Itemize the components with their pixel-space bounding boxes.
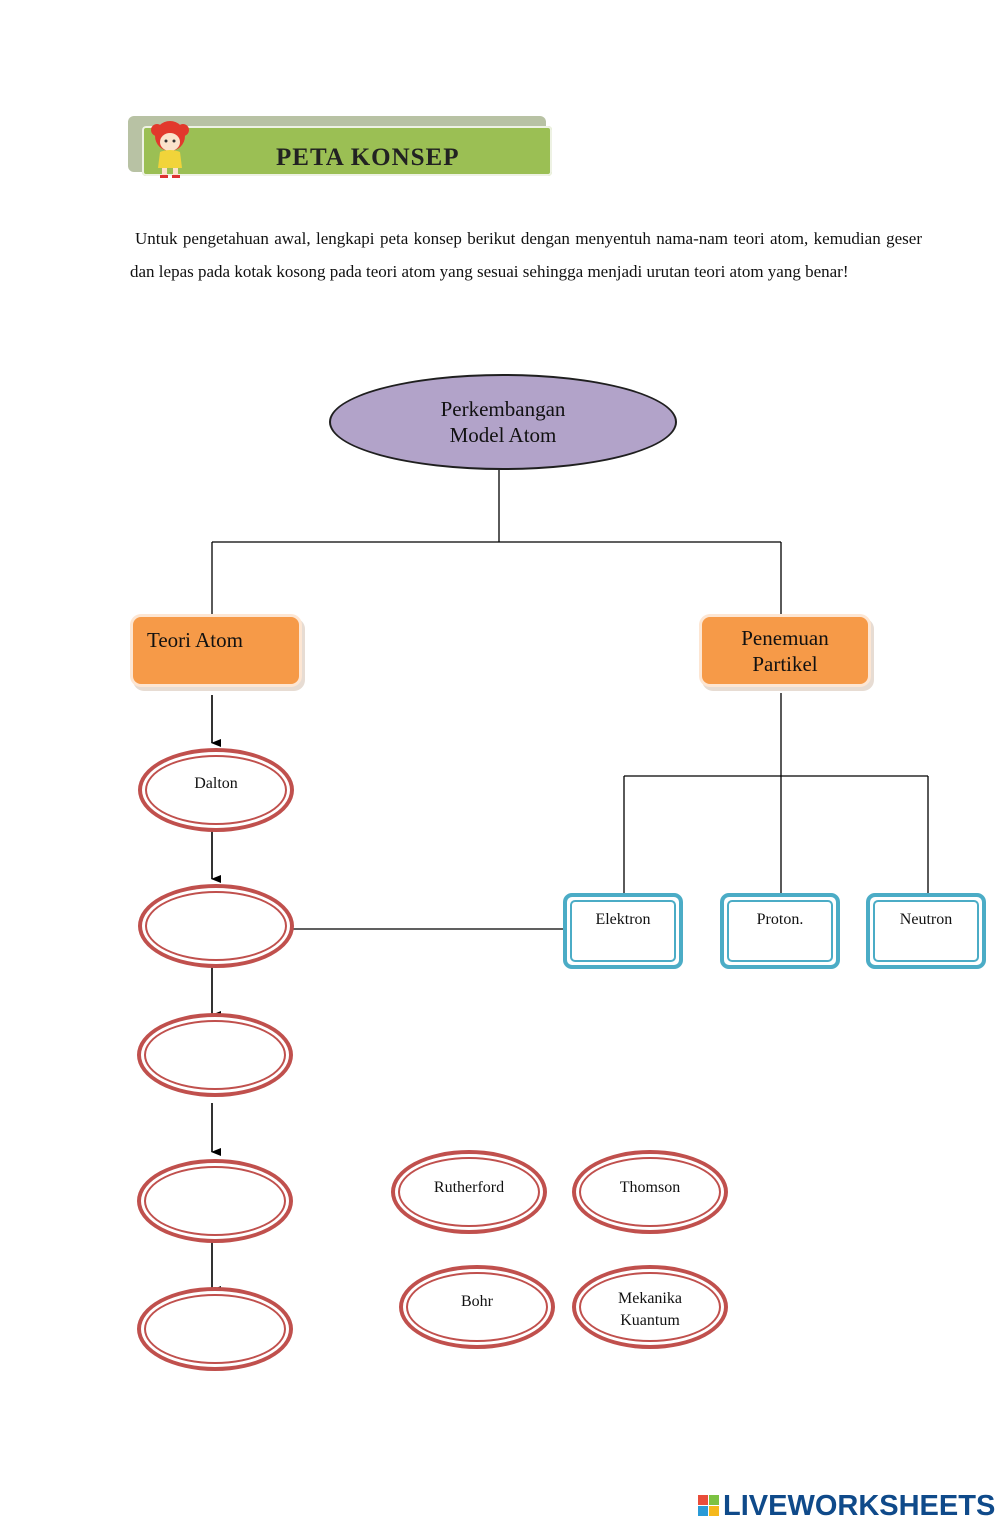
option-mekanika-kuantum-label: Mekanika Kuantum	[576, 1288, 724, 1332]
page-title: PETA KONSEP	[276, 144, 460, 171]
option-rutherford[interactable]: Rutherford	[391, 1150, 547, 1234]
option-mk-line1: Mekanika	[618, 1290, 682, 1307]
option-thomson-label: Thomson	[619, 1179, 681, 1196]
root-label-line1: Perkembangan	[440, 397, 566, 421]
sequence-slot-4[interactable]	[137, 1159, 293, 1243]
particle-neutron-label: Neutron	[899, 911, 953, 928]
penemuan-label-line2: Partikel	[752, 651, 818, 676]
teori-atom-box: Teori Atom	[133, 617, 299, 684]
liveworksheets-watermark: LIVEWORKSHEETS	[698, 1490, 995, 1522]
teori-atom-label: Teori Atom	[147, 628, 243, 652]
option-thomson[interactable]: Thomson	[572, 1150, 728, 1234]
particle-proton: Proton.	[720, 893, 840, 969]
option-mk-line2: Kuantum	[620, 1312, 680, 1329]
sequence-slot-3[interactable]	[137, 1013, 293, 1097]
particle-elektron: Elektron	[563, 893, 683, 969]
mascot-icon	[151, 121, 189, 178]
particle-neutron: Neutron	[866, 893, 986, 969]
sequence-slot-5[interactable]	[137, 1287, 293, 1371]
banner-front	[142, 126, 552, 176]
penemuan-label-line1: Penemuan	[741, 625, 829, 650]
liveworksheets-logo-icon	[698, 1495, 720, 1517]
penemuan-partikel-box: Penemuan Partikel	[702, 617, 868, 684]
sequence-slot-1-label: Dalton	[194, 775, 238, 792]
watermark-text: LIVEWORKSHEETS	[723, 1489, 996, 1522]
particle-elektron-label: Elektron	[595, 911, 651, 928]
option-bohr-label: Bohr	[461, 1293, 493, 1310]
header-banner: PETA KONSEP	[128, 116, 556, 182]
root-node: Perkembangan Model Atom	[329, 374, 677, 470]
particle-proton-label: Proton.	[756, 911, 804, 928]
instruction-text: Untuk pengetahuan awal, lengkapi peta ko…	[130, 229, 922, 281]
option-mekanika-kuantum[interactable]: Mekanika Kuantum	[572, 1265, 728, 1349]
root-label-line2: Model Atom	[449, 423, 557, 447]
option-bohr[interactable]: Bohr	[399, 1265, 555, 1349]
sequence-slot-2[interactable]	[138, 884, 294, 968]
option-rutherford-label: Rutherford	[433, 1179, 505, 1196]
sequence-slot-1: Dalton	[138, 748, 294, 832]
